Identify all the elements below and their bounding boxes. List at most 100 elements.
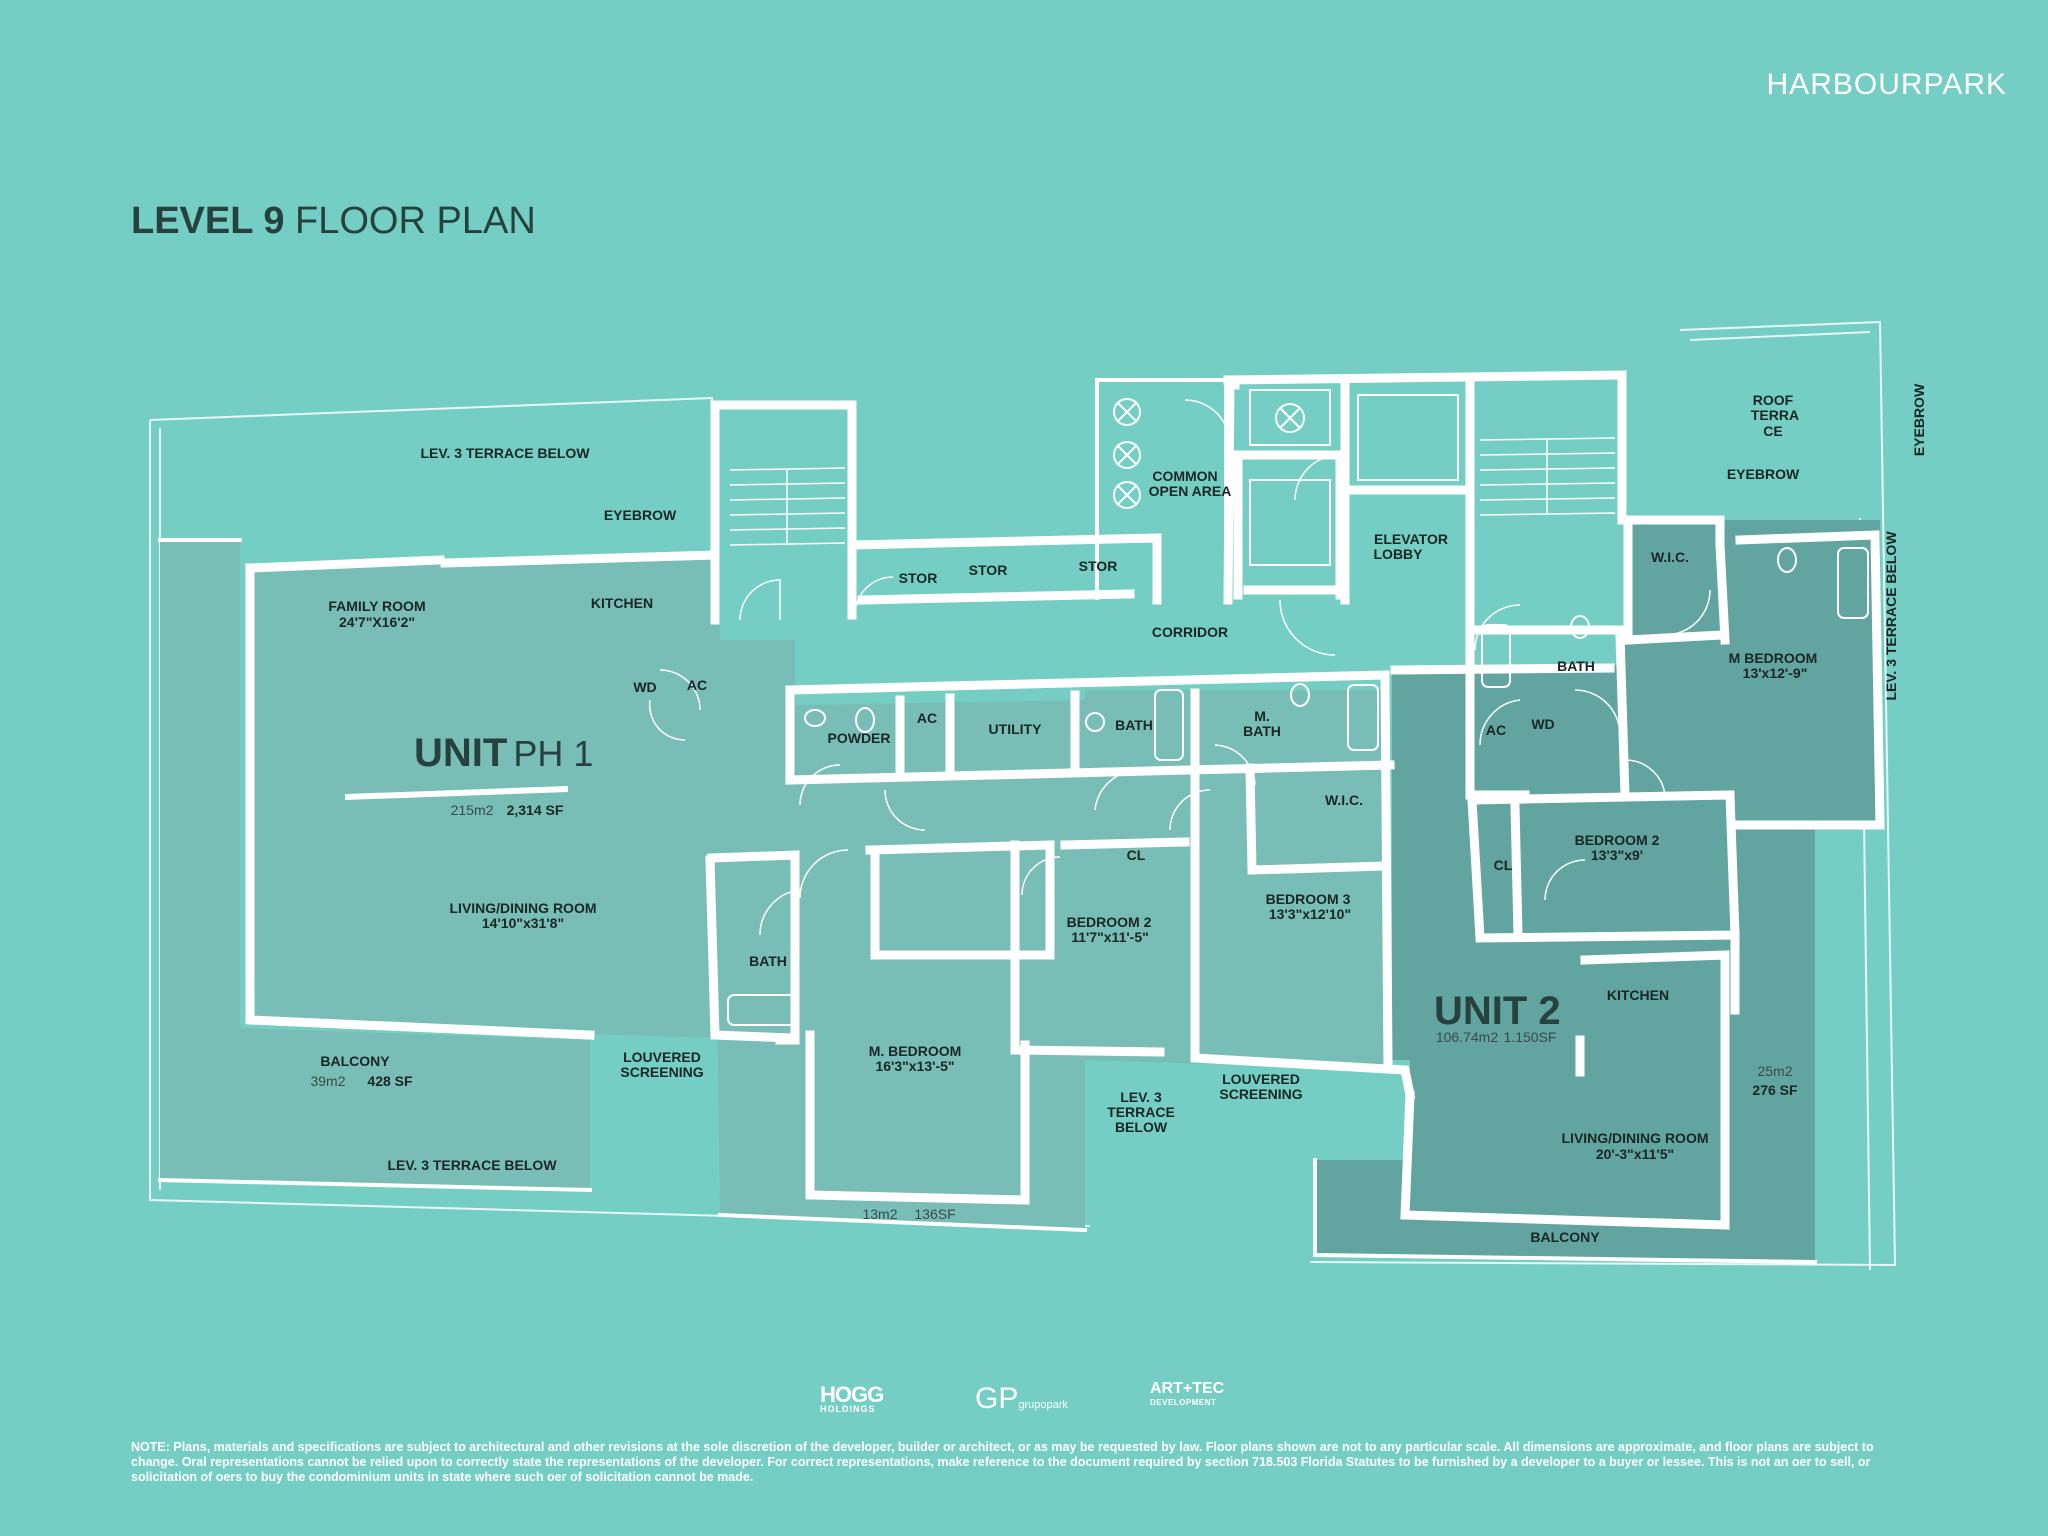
unit-ph1-area-sf: 2,314 SF [507, 802, 564, 818]
fan-units [1113, 398, 1141, 509]
bath-fixtures [727, 547, 1869, 1026]
powder-label: POWDER [828, 730, 891, 746]
unit-ph1-area [160, 540, 1390, 1230]
unit-ph1-name-bold: UNIT [414, 731, 507, 775]
balcony-ph1-sf: 428 SF [367, 1073, 413, 1089]
bedroom2-mid-label: BEDROOM 2 [1067, 914, 1152, 930]
hogg-logo-sub: HOLDINGS [820, 1404, 876, 1414]
gp-logo-sub: grupopark [1018, 1399, 1068, 1411]
small-balcony-area: 13m2 [862, 1206, 897, 1222]
unit-ph1-area: 215m2 [451, 802, 494, 818]
louvered-1-label-b: SCREENING [620, 1064, 703, 1080]
terrace-u2-sf: 276 SF [1752, 1082, 1798, 1098]
cl-mid-label: CL [1127, 847, 1146, 863]
brand-logo-text: HARBOURPARK [1766, 68, 2007, 101]
walls [157, 370, 1885, 1265]
elevator-lobby-label-1: ELEVATOR [1374, 531, 1448, 547]
stor-1-label: STOR [899, 570, 938, 586]
family-room-label: FAMILY ROOM [328, 598, 425, 614]
terrace-u2-area: 25m2 [1757, 1063, 1792, 1079]
bedroom2-mid-dim: 11'7"x11'-5" [1071, 929, 1149, 945]
bath-ph1-label: BATH [749, 953, 787, 969]
lev3-mid-label-2: TERRACE [1107, 1104, 1175, 1120]
balcony-ph1-area: 39m2 [310, 1073, 345, 1089]
m-bedroom-ph1-label: M. BEDROOM [869, 1043, 962, 1059]
m-bath-label-2: BATH [1243, 723, 1281, 739]
legal-note: NOTE: Plans, materials and specification… [131, 1440, 1874, 1484]
lev3-terrace-vertical-label: LEV. 3 TERRACE BELOW [1883, 531, 1899, 701]
ac-ph1-label: AC [687, 677, 707, 693]
balcony-u2-label: BALCONY [1530, 1229, 1600, 1245]
small-balcony-sf: 136SF [914, 1206, 955, 1222]
ac-u2-label: AC [1486, 722, 1506, 738]
common-area-label-2: OPEN AREA [1149, 483, 1232, 499]
unit-2-area [1315, 520, 1880, 1262]
balcony-ph1-label: BALCONY [320, 1053, 390, 1069]
lev3-mid-label-1: LEV. 3 [1120, 1089, 1162, 1105]
bedroom2-u2-dim: 13'3"x9' [1591, 847, 1643, 863]
elevator-fixtures [1249, 389, 1459, 566]
lev3-terrace-top-label: LEV. 3 TERRACE BELOW [420, 445, 590, 461]
cl-u2-label: CL [1494, 857, 1513, 873]
roof-terrace-label-1: ROOF [1753, 392, 1794, 408]
m-bedroom-u2-dim: 13'x12'-9" [1743, 665, 1808, 681]
unit-2-area-sf: 1.150SF [1504, 1029, 1557, 1045]
wd-u2-label: WD [1531, 716, 1554, 732]
wic-u2-label: W.I.C. [1651, 549, 1689, 565]
eyebrow-vertical-label: EYEBROW [1911, 383, 1927, 456]
unit-2-area: 106.74m2 [1436, 1029, 1498, 1045]
stor-2-label: STOR [969, 562, 1008, 578]
stor-3-label: STOR [1079, 558, 1118, 574]
roof-terrace-label-3: CE [1763, 423, 1782, 439]
bedroom2-u2-label: BEDROOM 2 [1575, 832, 1660, 848]
m-bedroom-u2-label: M BEDROOM [1729, 650, 1818, 666]
living-u2-label: LIVING/DINING ROOM [1562, 1130, 1709, 1146]
louvered-2-label-b: SCREENING [1219, 1086, 1302, 1102]
m-bath-label-1: M. [1254, 708, 1270, 724]
artec-logo-sub: DEVELOPMENT [1150, 1398, 1217, 1407]
elevator-lobby-label-2: LOBBY [1374, 546, 1424, 562]
kitchen-ph1-label: KITCHEN [591, 595, 653, 611]
door-swings [648, 399, 1711, 936]
room-labels: LEV. 3 TERRACE BELOW EYEBROW FAMILY ROOM… [310, 383, 1927, 1245]
eyebrow-right-label: EYEBROW [1727, 466, 1800, 482]
m-bedroom-ph1-dim: 16'3"x13'-5" [875, 1058, 954, 1074]
page-title-level: LEVEL 9 [131, 200, 285, 242]
living-ph1-label: LIVING/DINING ROOM [450, 900, 597, 916]
stair-left [729, 467, 846, 546]
bath-u2-label: BATH [1557, 658, 1595, 674]
family-room-dim: 24'7"X16'2" [339, 614, 415, 630]
bedroom3-dim: 13'3"x12'10" [1269, 906, 1351, 922]
roof-terrace-label-2: TERRA [1751, 407, 1799, 423]
hogg-logo-text: HOGG [820, 1382, 884, 1407]
unit-2-name: UNIT 2 [1434, 989, 1561, 1033]
unit-ph1-name-rest: PH 1 [513, 733, 593, 774]
lev3-terrace-bottom-label: LEV. 3 TERRACE BELOW [387, 1157, 557, 1173]
louvered-2-label-a: LOUVERED [1222, 1071, 1300, 1087]
common-area-label-1: COMMON [1152, 468, 1217, 484]
bath-mid-label: BATH [1115, 717, 1153, 733]
living-u2-dim: 20'-3"x11'5" [1596, 1146, 1674, 1162]
bedroom3-label: BEDROOM 3 [1266, 891, 1351, 907]
ac-mid-label: AC [917, 710, 937, 726]
wic-mid-label: W.I.C. [1325, 792, 1363, 808]
stair-right [1479, 437, 1616, 516]
page-title-rest: FLOOR PLAN [284, 200, 536, 242]
louvered-1-label-a: LOUVERED [623, 1049, 701, 1065]
page-title: LEVEL 9 FLOOR PLAN [131, 200, 536, 243]
wd-ph1-label: WD [633, 679, 656, 695]
eyebrow-left-label: EYEBROW [604, 507, 677, 523]
gp-logo-text: GP [975, 1382, 1019, 1415]
living-ph1-dim: 14'10"x31'8" [482, 915, 564, 931]
lev3-mid-label-3: BELOW [1115, 1119, 1168, 1135]
utility-label: UTILITY [989, 721, 1043, 737]
grupopark-logo: GPgrupopark [975, 1382, 1068, 1416]
kitchen-u2-label: KITCHEN [1607, 987, 1669, 1003]
artec-logo-text: ART+TEC [1150, 1380, 1225, 1397]
corridor-label: CORRIDOR [1152, 624, 1228, 640]
